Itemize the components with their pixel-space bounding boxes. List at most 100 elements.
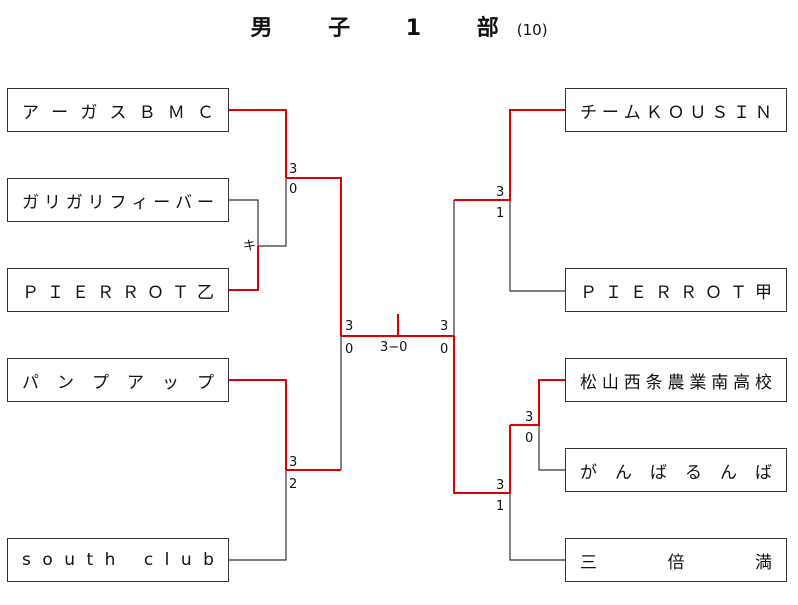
winner-lines bbox=[229, 109, 565, 494]
team-name-char: ば bbox=[755, 462, 772, 483]
team-name-char: ア bbox=[22, 102, 39, 123]
team-name-char: る bbox=[685, 462, 702, 483]
team-name-char: ば bbox=[650, 462, 667, 483]
line-l3 bbox=[229, 246, 259, 291]
score-final: 3−0 bbox=[380, 340, 408, 355]
team-name-char: 乙 bbox=[197, 282, 214, 303]
team-left-2: ガリガリフィーバー bbox=[7, 178, 229, 222]
team-name: ガリガリフィーバー bbox=[22, 188, 214, 213]
title-text: 男 子 1 部 bbox=[250, 16, 523, 41]
team-name-char: Ｐ bbox=[22, 282, 39, 303]
team-name-char: Ｏ bbox=[667, 102, 685, 123]
team-name-char: ガ bbox=[80, 102, 98, 123]
score-r-r1-win: 3 bbox=[496, 185, 505, 200]
team-name-char: Ｎ bbox=[755, 102, 772, 123]
team-name-char: t bbox=[86, 550, 94, 570]
team-name: パンプアップ bbox=[22, 368, 214, 393]
team-name-char: ー bbox=[601, 102, 619, 123]
team-name-char: Ｕ bbox=[689, 102, 707, 123]
team-name-char: o bbox=[42, 550, 53, 570]
team-name-char: Ｉ bbox=[47, 282, 64, 303]
team-name-char: Ｃ bbox=[196, 102, 214, 123]
team-name-char: Ｅ bbox=[630, 282, 647, 303]
score-r-r2-lose: 0 bbox=[525, 431, 534, 446]
team-name-char: Ｍ bbox=[167, 102, 185, 123]
score-l-r1-win: 3 bbox=[289, 162, 298, 177]
team-name-char: Ｒ bbox=[680, 282, 697, 303]
line-l4 bbox=[229, 379, 287, 470]
team-name-char: ー bbox=[197, 192, 214, 213]
team-right-4: がんばるんば bbox=[565, 448, 787, 492]
team-name-char: ム bbox=[623, 102, 641, 123]
team-name-char: バ bbox=[175, 192, 193, 213]
score-r-semi-lose: 0 bbox=[440, 342, 449, 357]
team-name-char: ス bbox=[109, 102, 127, 123]
score-l-bye-mark: キ bbox=[243, 239, 257, 254]
team-name: 三倍満 bbox=[580, 548, 772, 573]
team-name-char: u bbox=[64, 550, 76, 570]
team-name-char: ィ bbox=[131, 192, 149, 213]
team-right-5: 三倍満 bbox=[565, 538, 787, 582]
line-r3 bbox=[510, 379, 565, 426]
team-right-3: 松山西条農業南高校 bbox=[565, 358, 787, 402]
team-name: 松山西条農業南高校 bbox=[580, 368, 772, 393]
team-name-char: h bbox=[104, 550, 116, 570]
loser-lines bbox=[229, 178, 565, 561]
line-r-r2-win bbox=[453, 336, 511, 494]
team-name-char: ン bbox=[57, 372, 74, 393]
team-name: がんばるんば bbox=[580, 458, 772, 483]
score-r-r3-win: 3 bbox=[496, 478, 505, 493]
team-name-char: 山 bbox=[601, 372, 619, 393]
score-l-r2-lose: 2 bbox=[289, 477, 298, 492]
entry-count: (10) bbox=[516, 21, 548, 39]
team-name-char: 西 bbox=[623, 372, 641, 393]
team-name-char: Ｏ bbox=[705, 282, 722, 303]
team-name-char: チ bbox=[580, 102, 597, 123]
team-left-4: パンプアップ bbox=[7, 358, 229, 402]
team-name-char: ー bbox=[153, 192, 171, 213]
line-l1 bbox=[229, 109, 287, 178]
score-l-semi-win: 3 bbox=[345, 319, 354, 334]
bracket-title: 男 子 1 部(10) bbox=[0, 10, 798, 42]
score-l-r1-lose: 0 bbox=[289, 182, 298, 197]
team-name-char: 校 bbox=[755, 372, 772, 393]
team-name-char: 農 bbox=[667, 372, 685, 393]
line-l-r1-win bbox=[286, 177, 342, 336]
team-name-char: Ｂ bbox=[138, 102, 156, 123]
line-r1 bbox=[454, 109, 565, 201]
team-name-char: 満 bbox=[755, 552, 772, 573]
team-name-char: 甲 bbox=[755, 282, 772, 303]
team-name-char: l bbox=[164, 550, 170, 570]
team-name-char: プ bbox=[92, 372, 109, 393]
score-r-r3-lose: 1 bbox=[496, 499, 505, 514]
team-name-char: 倍 bbox=[667, 552, 685, 573]
team-name-char: リ bbox=[43, 192, 61, 213]
team-name-char: Ｉ bbox=[733, 102, 751, 123]
team-name-char: ん bbox=[615, 462, 632, 483]
team-name-char: Ｐ bbox=[580, 282, 597, 303]
line-r5 bbox=[509, 493, 565, 561]
team-name-char: ん bbox=[720, 462, 737, 483]
score-l-semi-lose: 0 bbox=[345, 342, 354, 357]
score-r-semi-win: 3 bbox=[440, 319, 449, 334]
team-name-char: ー bbox=[51, 102, 69, 123]
team-name-char: リ bbox=[87, 192, 105, 213]
team-name-char: ガ bbox=[22, 192, 39, 213]
team-name-char: s bbox=[22, 550, 31, 570]
team-name-char: Ｅ bbox=[72, 282, 89, 303]
team-name-char: ガ bbox=[65, 192, 83, 213]
score-l-r2-win: 3 bbox=[289, 455, 298, 470]
team-name-char: c bbox=[143, 550, 154, 570]
team-name-char: ッ bbox=[162, 372, 179, 393]
team-name-char: Ｒ bbox=[122, 282, 139, 303]
